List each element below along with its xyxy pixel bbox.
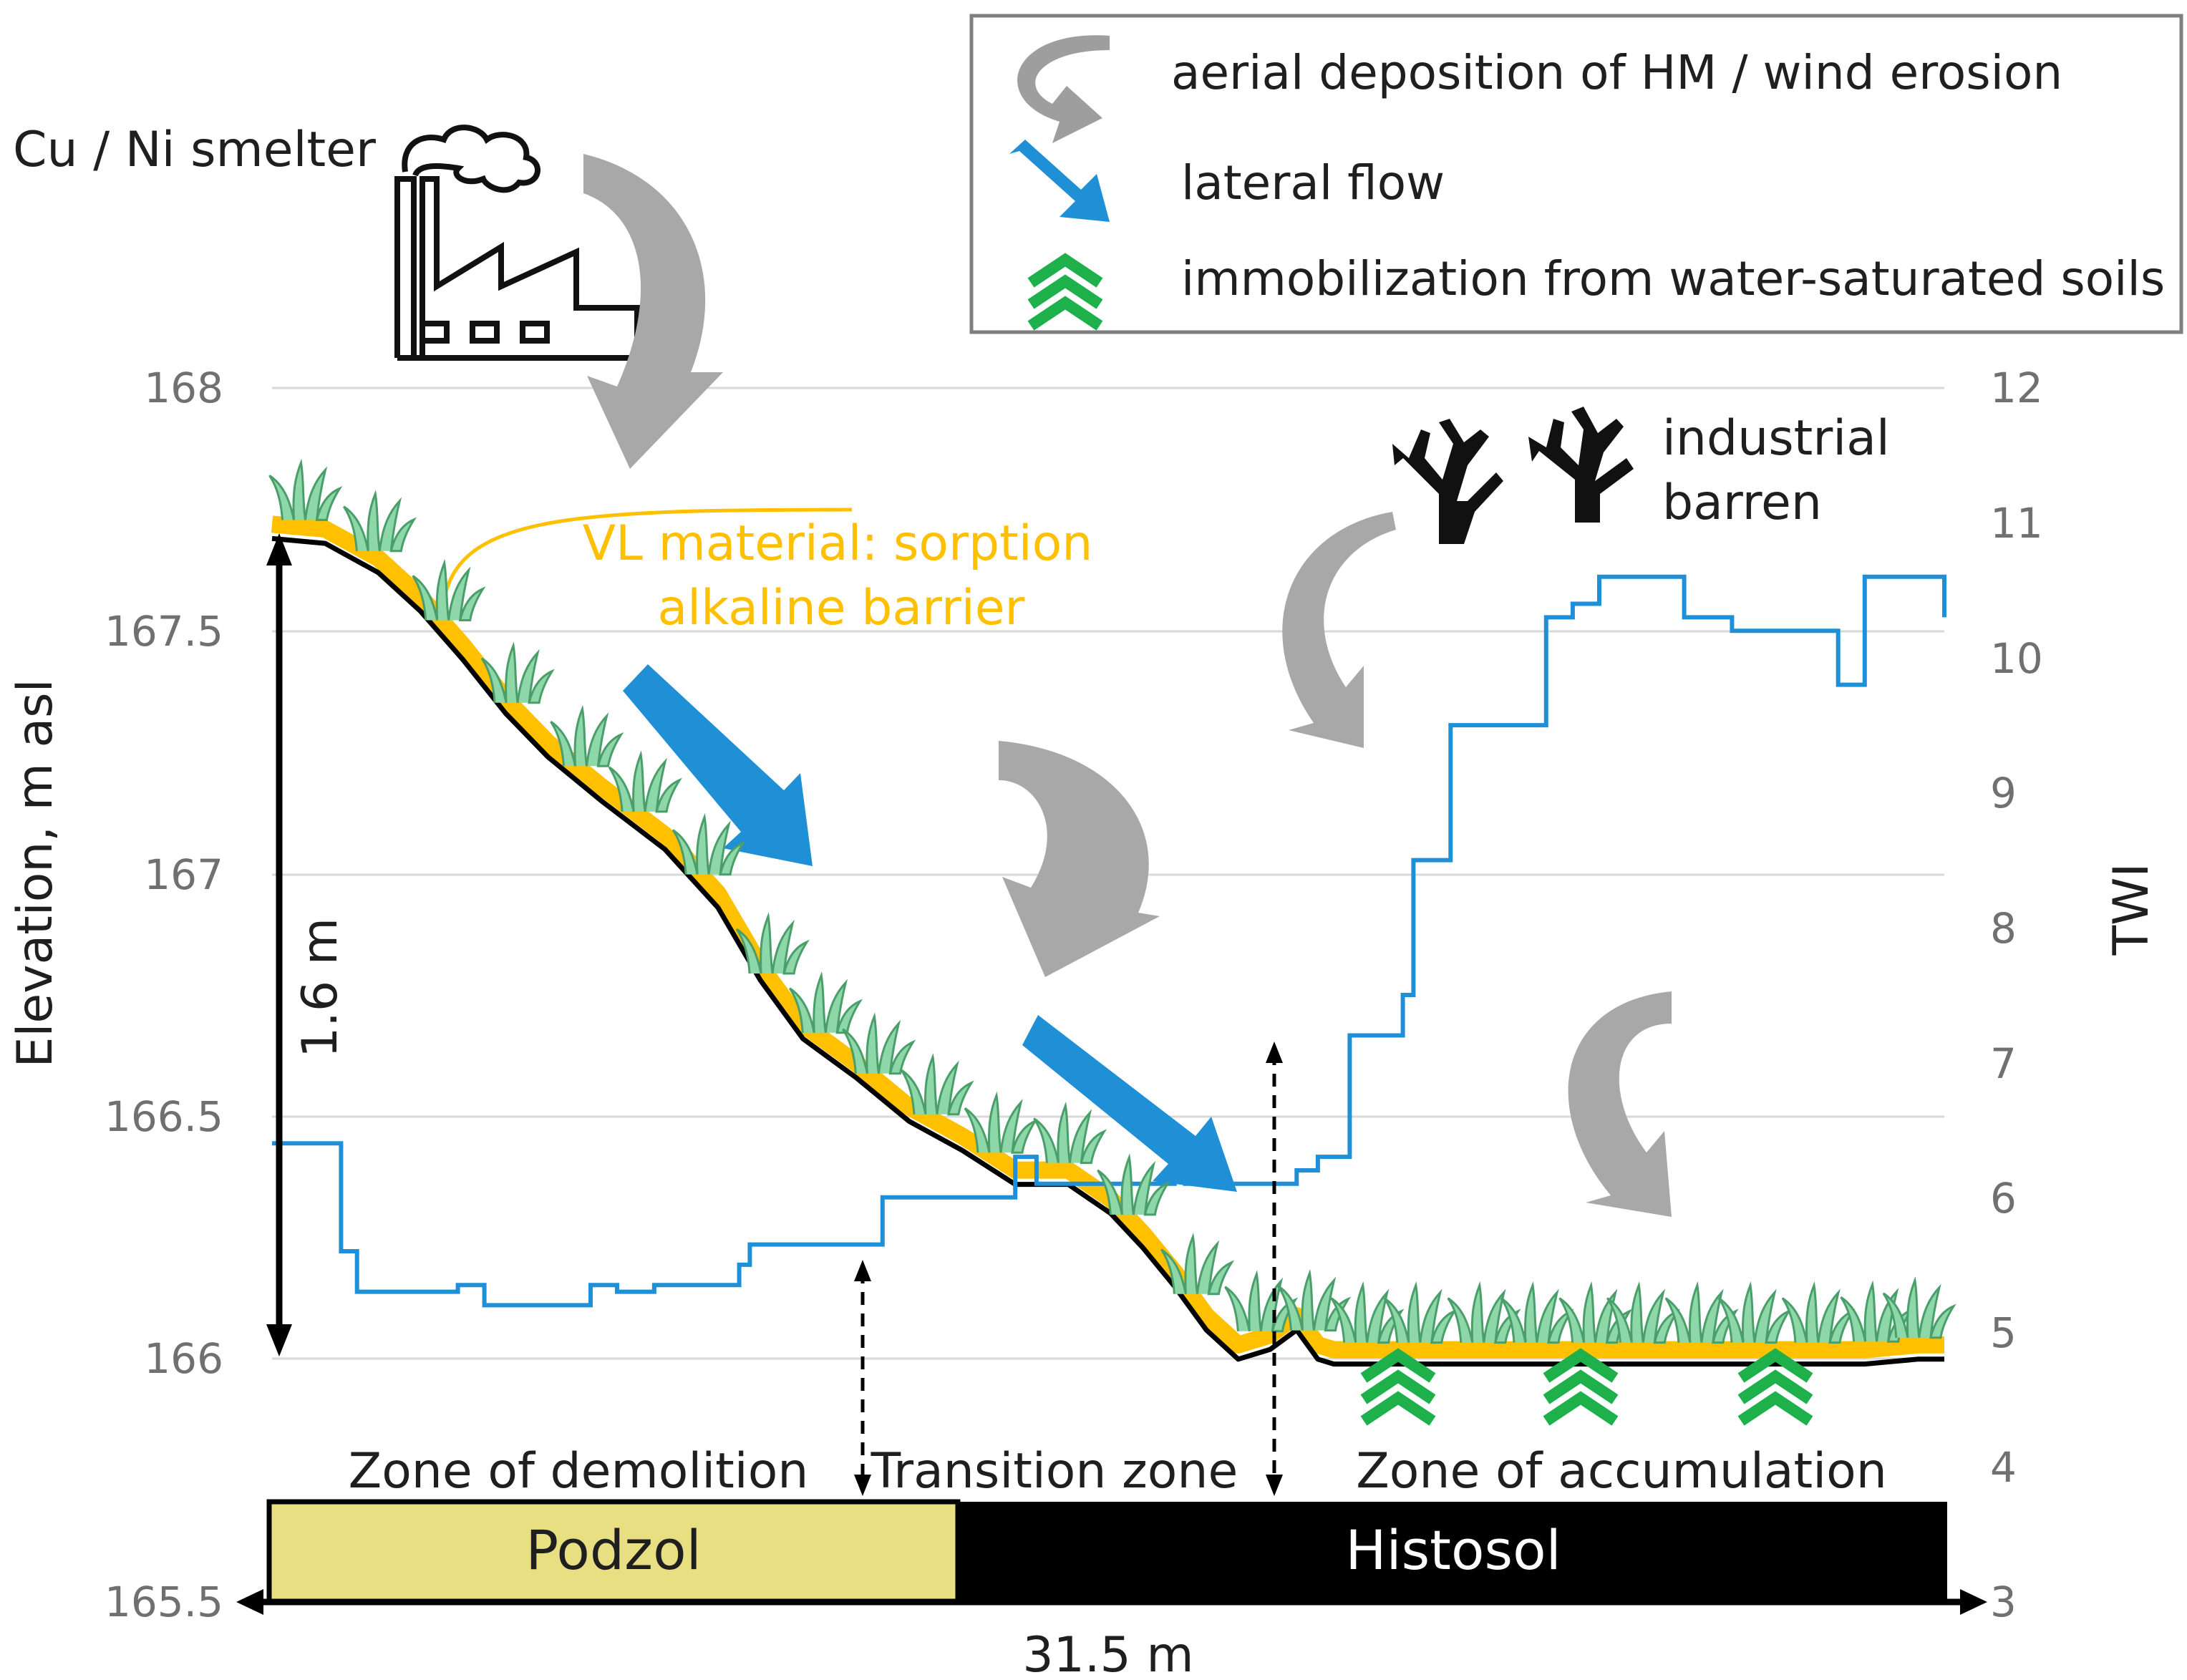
vl-material-label-line2: alkaline barrier xyxy=(658,580,1025,636)
grass-tuft xyxy=(1840,1280,1914,1343)
smelter-label: Cu / Ni smelter xyxy=(13,122,376,178)
grass-tuft xyxy=(412,558,486,621)
grass-tuft xyxy=(789,971,863,1034)
grass-tuft xyxy=(1097,1153,1171,1216)
dead-tree-icon xyxy=(1392,407,1634,544)
length-arrow xyxy=(236,1589,1987,1615)
green-chevron-icon xyxy=(1027,253,1103,331)
twi-line xyxy=(272,574,1946,1308)
grass-tuft xyxy=(842,1012,916,1075)
deposition-arrow-3 xyxy=(1282,512,1396,748)
curved-gray-arrow-icon xyxy=(1017,35,1110,143)
deposition-arrows xyxy=(583,154,1672,1217)
deposition-arrow-4 xyxy=(1568,991,1672,1217)
soil-bar: Podzol Histosol xyxy=(266,1499,1947,1605)
legend-label: aerial deposition of HM / wind erosion xyxy=(1171,45,2062,100)
grass-tuft xyxy=(1717,1281,1792,1344)
y-tick: 167.5 xyxy=(105,607,223,656)
grass-tuft xyxy=(1383,1281,1458,1344)
y2-tick: 12 xyxy=(1990,364,2043,412)
y-tick: 168 xyxy=(144,364,223,412)
y-tick: 165.5 xyxy=(105,1578,223,1626)
height-label: 1.6 m xyxy=(292,918,349,1058)
chevron-icon xyxy=(1737,1348,1813,1426)
barren-label-line2: barren xyxy=(1662,475,1822,531)
legend-box xyxy=(969,14,2183,334)
legend-label: lateral flow xyxy=(1181,155,1445,210)
deposition-arrow-2 xyxy=(999,741,1160,977)
zone-accumulation-label: Zone of accumulation xyxy=(1356,1443,1887,1500)
vl-material-label-line1: VL material: sorption xyxy=(583,515,1093,572)
grass-tuft xyxy=(1277,1268,1352,1332)
histosol-label: Histosol xyxy=(1345,1518,1561,1582)
grass-tuft xyxy=(1330,1281,1405,1344)
grass-tuft xyxy=(480,641,555,704)
blue-arrow-icon xyxy=(1009,140,1110,222)
zone-boundary-arrowheads xyxy=(854,1041,1283,1496)
zone-boundaries xyxy=(860,1052,1276,1482)
y2-axis-label: TWI xyxy=(2103,863,2160,956)
grass-tuft xyxy=(1224,1270,1299,1333)
grass-tuft xyxy=(1781,1281,1856,1344)
grass-tuft xyxy=(343,490,417,553)
grass-tuft xyxy=(964,1091,1038,1154)
left-axis: 168 167.5 167 166.5 166 165.5 Elevation,… xyxy=(7,364,223,1626)
chevron-icon xyxy=(1360,1348,1436,1426)
flow-arrow-2 xyxy=(1022,1015,1237,1192)
y2-tick: 8 xyxy=(1990,904,2017,953)
grass-tuft xyxy=(1606,1281,1681,1344)
y-tick: 167 xyxy=(144,850,223,899)
zone-transition-label: Transition zone xyxy=(871,1443,1238,1500)
podzol-label: Podzol xyxy=(525,1518,701,1582)
grass-tuft xyxy=(550,704,624,767)
y2-tick: 9 xyxy=(1990,769,2017,817)
grass-tuft xyxy=(735,912,810,975)
y2-tick: 11 xyxy=(1990,499,2043,548)
grass-tuft xyxy=(1558,1281,1633,1344)
grass-tuft xyxy=(1447,1281,1521,1344)
right-axis: 12 11 10 9 8 7 6 5 4 3 TWI xyxy=(1990,364,2160,1626)
histosol-segment xyxy=(958,1502,1947,1602)
grass-tuft xyxy=(1160,1233,1235,1296)
y-tick: 166 xyxy=(144,1334,223,1383)
y-axis-label: Elevation, m asl xyxy=(7,679,64,1068)
grass-tuft xyxy=(1033,1101,1107,1165)
grass-tufts xyxy=(268,458,1956,1344)
y2-tick: 3 xyxy=(1990,1578,2017,1626)
barren-label-line1: industrial xyxy=(1662,410,1890,467)
grass-tuft xyxy=(268,458,343,521)
y2-tick: 6 xyxy=(1990,1174,2017,1223)
legend-label: immobilization from water-saturated soil… xyxy=(1181,251,2165,306)
immobilization-chevrons xyxy=(1360,1348,1813,1426)
grass-tuft xyxy=(1500,1281,1574,1344)
legend: aerial deposition of HM / wind erosion l… xyxy=(969,14,2183,334)
y2-tick: 7 xyxy=(1990,1039,2017,1088)
flow-arrows xyxy=(623,664,1237,1192)
length-label: 31.5 m xyxy=(1022,1627,1193,1680)
height-arrow xyxy=(266,533,292,1356)
chevron-icon xyxy=(1543,1348,1619,1426)
y2-tick: 10 xyxy=(1990,634,2043,683)
zone-demolition-label: Zone of demolition xyxy=(349,1443,809,1500)
grass-tuft xyxy=(671,812,746,876)
vl-callout-line xyxy=(442,508,853,602)
y2-tick: 5 xyxy=(1990,1308,2017,1357)
elevation-line xyxy=(271,535,1944,1367)
grass-tuft xyxy=(1664,1281,1739,1344)
podzol-segment xyxy=(266,1499,961,1605)
deposition-arrow-1 xyxy=(583,154,723,469)
y2-tick: 4 xyxy=(1990,1443,2017,1492)
grass-tuft xyxy=(900,1053,974,1116)
grass-tuft xyxy=(1882,1276,1956,1339)
y-tick: 166.5 xyxy=(105,1092,223,1141)
grass-tuft xyxy=(608,750,682,813)
flow-arrow-1 xyxy=(623,664,813,866)
